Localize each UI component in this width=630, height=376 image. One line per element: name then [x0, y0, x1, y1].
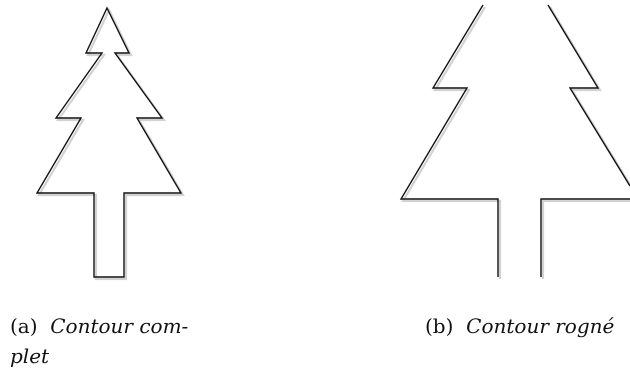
complete-tree-contour [37, 8, 183, 279]
caption-a-text-line2: plet [10, 344, 49, 368]
caption-b-text: Contour rogné [466, 314, 614, 338]
caption-a-tag: (a) [10, 314, 38, 338]
caption-a-text-line1: Contour com- [50, 314, 188, 338]
caption-a-line1: (a) Contour com- [10, 311, 188, 341]
cropped-tree-contour [401, 5, 630, 279]
figure-canvas [0, 0, 630, 300]
caption-b-tag: (b) [425, 314, 453, 338]
caption-a-line2: plet [10, 341, 188, 371]
caption-b: (b) Contour rogné [425, 311, 614, 341]
caption-a: (a) Contour com- plet [10, 311, 188, 371]
